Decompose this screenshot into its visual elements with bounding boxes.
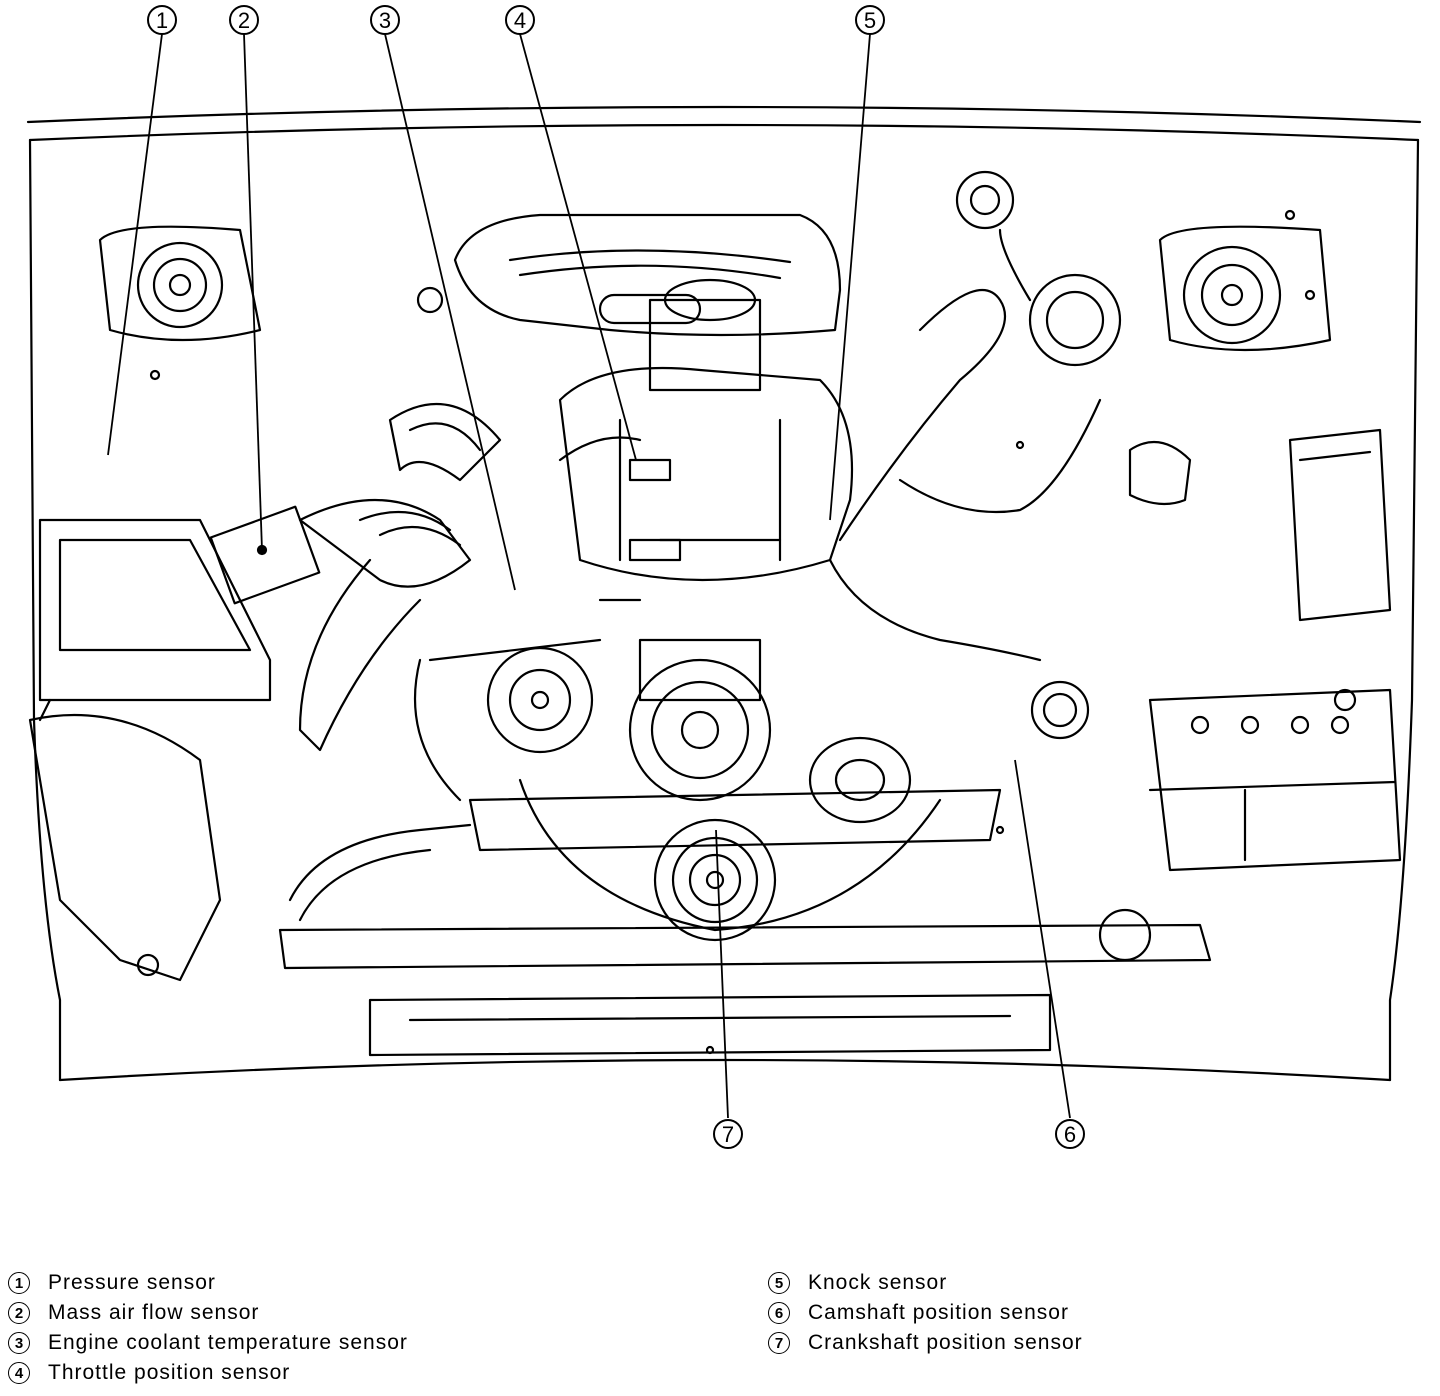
legend-label: Crankshaft position sensor: [808, 1331, 1083, 1354]
crank-pulley: [653, 818, 777, 942]
legend-label: Engine coolant temperature sensor: [48, 1331, 408, 1354]
svg-text:7: 7: [722, 1122, 734, 1147]
idler-pulley: [808, 736, 912, 824]
svg-text:3: 3: [379, 8, 391, 33]
legend-number: 3: [8, 1332, 30, 1354]
radiator-cap: [1098, 908, 1152, 962]
legend-number: 5: [768, 1272, 790, 1294]
air-cleaner-box: [38, 518, 272, 722]
intake-manifold-cover: [453, 213, 842, 337]
legend-label: Knock sensor: [808, 1271, 948, 1294]
leader-line-4: [519, 33, 637, 461]
callout-1: 1: [147, 5, 177, 35]
legend-item-1: 1 Pressure sensor: [8, 1268, 408, 1298]
legend-label: Camshaft position sensor: [808, 1301, 1069, 1324]
brake-master: [955, 170, 1122, 367]
timing-belt-cover: [468, 788, 1002, 852]
callout-4: 4: [505, 5, 535, 35]
svg-text:1: 1: [156, 8, 168, 33]
leader-line-5: [829, 33, 871, 521]
svg-text:4: 4: [514, 8, 526, 33]
legend-label: Mass air flow sensor: [48, 1301, 260, 1324]
ps-pump: [486, 646, 594, 754]
engine-block: [558, 366, 854, 582]
svg-text:5: 5: [864, 8, 876, 33]
right-fender: [1388, 138, 1420, 1082]
legend-number: 6: [768, 1302, 790, 1324]
fuse-box: [1288, 428, 1392, 622]
legend-column-right: 5 Knock sensor 6 Camshaft position senso…: [768, 1268, 1083, 1358]
svg-text:2: 2: [238, 8, 250, 33]
legend-item-2: 2 Mass air flow sensor: [8, 1298, 408, 1328]
callout-3: 3: [370, 5, 400, 35]
legend-number: 2: [8, 1302, 30, 1324]
callout-6: 6: [1055, 1119, 1085, 1149]
legend-number: 4: [8, 1362, 30, 1384]
legend: 1 Pressure sensor 2 Mass air flow sensor…: [0, 1268, 1440, 1396]
legend-number: 7: [768, 1332, 790, 1354]
coolant-reservoir: [1128, 440, 1192, 506]
legend-item-6: 6 Camshaft position sensor: [768, 1298, 1083, 1328]
leader-line-2: [243, 33, 263, 551]
leader-line-7: [715, 829, 729, 1119]
intake-duct: [298, 402, 502, 752]
legend-item-4: 4 Throttle position sensor: [8, 1358, 408, 1388]
hood-outline: [26, 105, 1422, 124]
legend-item-7: 7 Crankshaft position sensor: [768, 1328, 1083, 1358]
upper-radiator-hose: [288, 823, 472, 902]
engine-compartment-drawing: 1 2 3 4 5 6 7: [26, 5, 1422, 1149]
throttle-body: [628, 278, 762, 562]
legend-item-3: 3 Engine coolant temperature sensor: [8, 1328, 408, 1358]
legend-label: Throttle position sensor: [48, 1361, 291, 1384]
maf-sensor-body: [209, 505, 321, 605]
radiator-support: [278, 923, 1212, 970]
callout-7: 7: [713, 1119, 743, 1149]
right-strut-tower: [1158, 225, 1332, 352]
legend-column-left: 1 Pressure sensor 2 Mass air flow sensor…: [8, 1268, 408, 1388]
legend-number: 1: [8, 1272, 30, 1294]
left-headlight-housing: [28, 714, 222, 982]
left-strut-tower: [98, 225, 262, 342]
svg-text:6: 6: [1064, 1122, 1076, 1147]
callout-5: 5: [855, 5, 885, 35]
legend-item-5: 5 Knock sensor: [768, 1268, 1083, 1298]
alternator: [628, 638, 772, 802]
left-fender: [28, 138, 62, 1082]
leader-line-1: [107, 33, 163, 456]
heater-hose-right: [838, 288, 1007, 542]
legend-label: Pressure sensor: [48, 1271, 216, 1294]
leader-line-3: [384, 33, 516, 591]
callout-2: 2: [229, 5, 259, 35]
leader-line-6: [1014, 759, 1071, 1119]
battery: [1148, 688, 1402, 872]
oil-filler-cap: [1030, 680, 1090, 740]
